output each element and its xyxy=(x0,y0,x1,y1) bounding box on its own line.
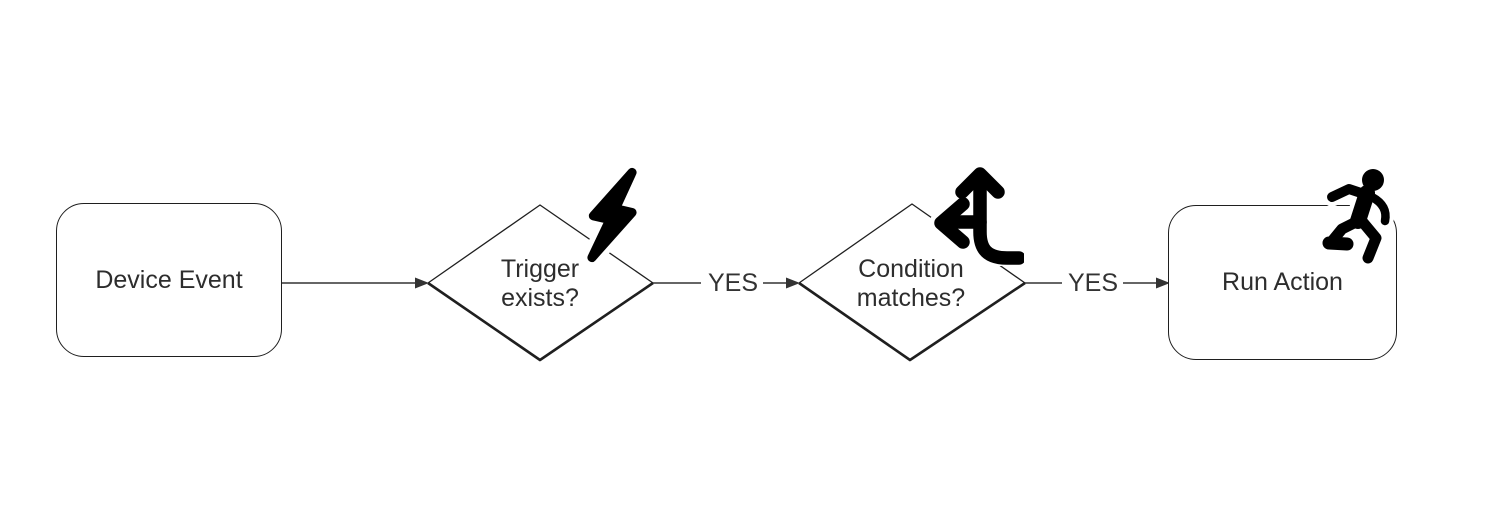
diamond-trigger-exists xyxy=(427,204,654,362)
edge-label-yes-1: YES xyxy=(707,269,759,297)
condition-label-line2: matches? xyxy=(856,284,966,312)
node-trigger-exists-label: Trigger exists? xyxy=(440,255,640,313)
node-condition-matches-label: Condition matches? xyxy=(811,255,1011,313)
lightning-icon xyxy=(570,162,654,268)
edge-label-yes-2: YES xyxy=(1067,269,1119,297)
split-arrow-icon xyxy=(920,162,1031,270)
trigger-label-line1: Trigger xyxy=(500,255,580,283)
runner-icon xyxy=(1318,164,1404,268)
trigger-label-line2: exists? xyxy=(501,284,579,312)
connector-device-to-trigger xyxy=(282,277,429,289)
node-run-action-label: Run Action xyxy=(1222,268,1343,296)
node-device-event: Device Event xyxy=(56,203,282,357)
node-device-event-label: Device Event xyxy=(95,265,243,294)
connector-condition-to-run xyxy=(1025,277,1170,289)
arrowhead-icon xyxy=(1156,277,1170,289)
connector-trigger-to-condition xyxy=(653,277,800,289)
arrowhead-icon xyxy=(415,277,429,289)
condition-label-line1: Condition xyxy=(858,255,964,283)
arrowhead-icon xyxy=(786,277,800,289)
